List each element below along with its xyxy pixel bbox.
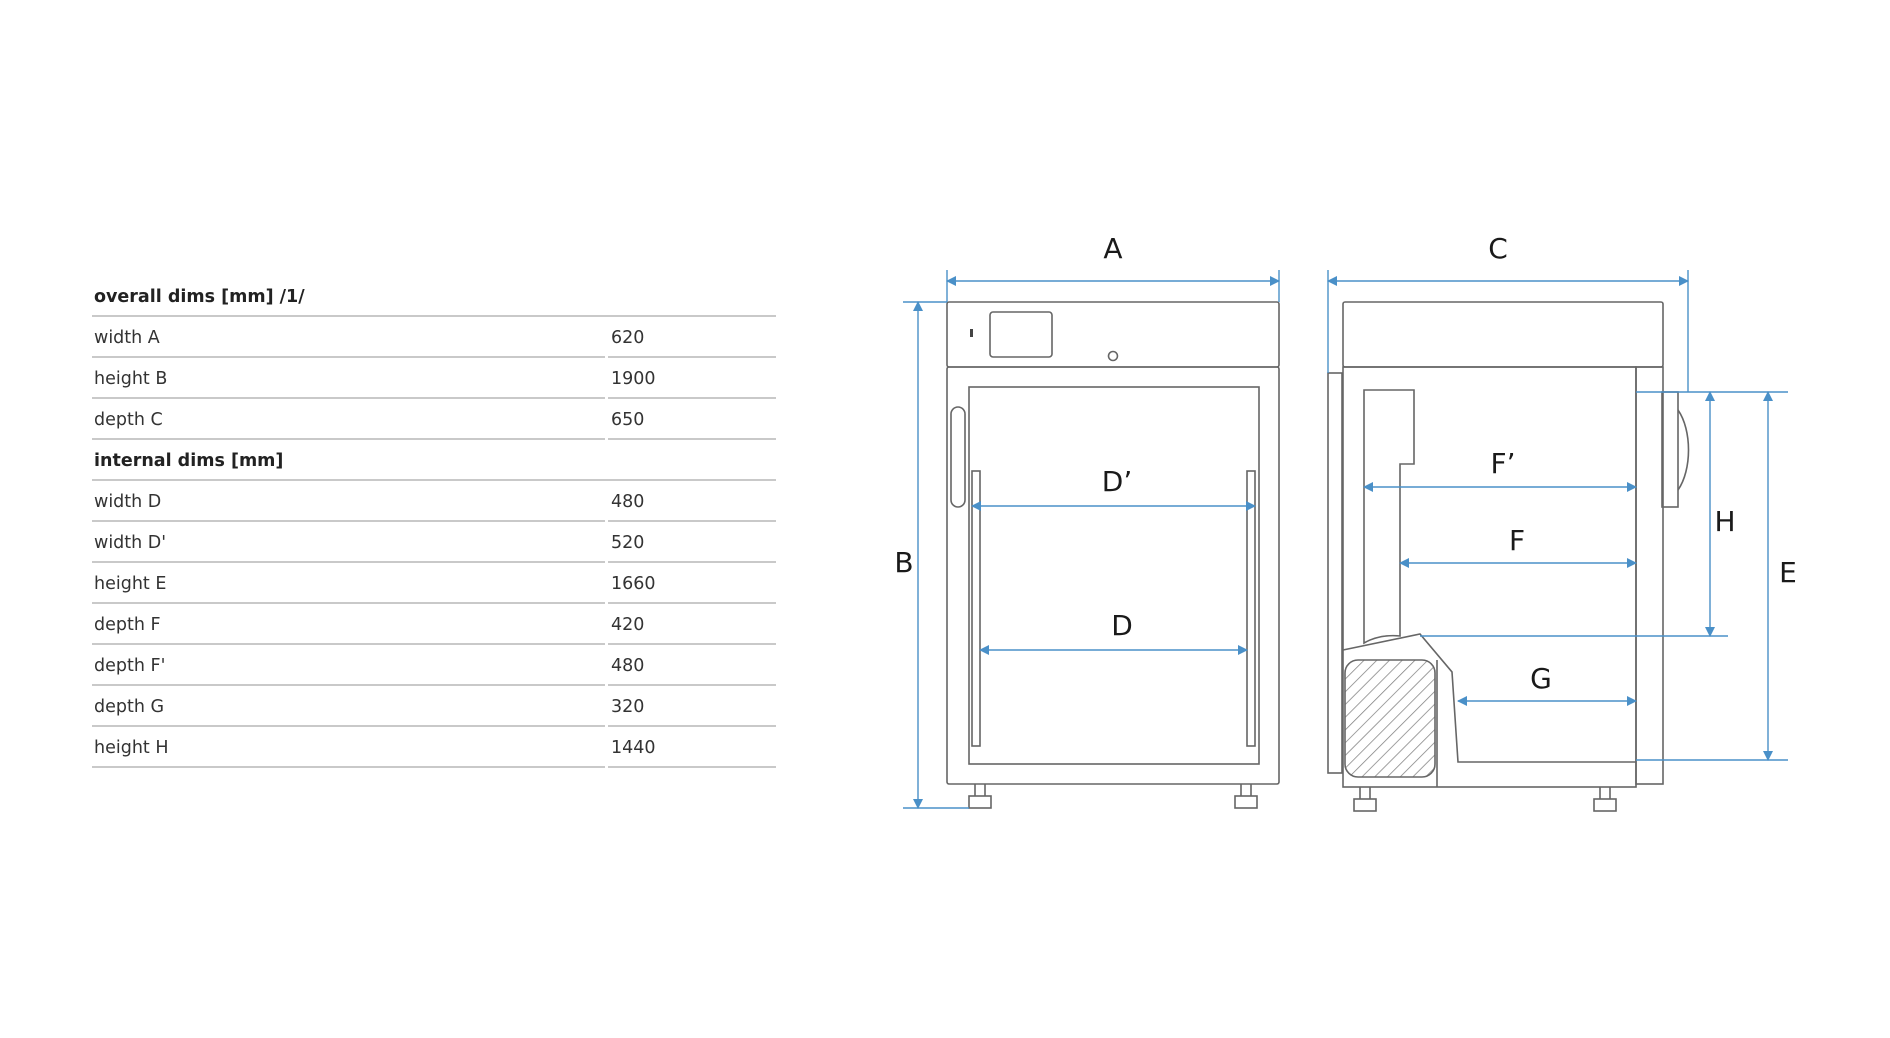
table-row: height H 1440 xyxy=(92,727,776,768)
row-value: 620 xyxy=(611,328,645,348)
front-view xyxy=(946,301,1280,809)
row-divider xyxy=(92,315,776,317)
lock-icon xyxy=(1107,350,1119,362)
dimensions-table: overall dims [mm] /1/ width A 620 height… xyxy=(92,276,776,768)
table-row: height B 1900 xyxy=(92,358,776,399)
dimension-lines xyxy=(903,270,1788,809)
compressor-step xyxy=(1342,633,1636,763)
row-label: height H xyxy=(94,738,169,758)
front-foot-right xyxy=(1234,784,1258,809)
row-divider xyxy=(92,643,605,645)
row-value: 1900 xyxy=(611,369,656,389)
row-divider xyxy=(608,356,776,358)
row-label: width A xyxy=(94,328,160,348)
row-label: height B xyxy=(94,369,168,389)
power-switch-icon xyxy=(970,329,973,337)
row-value: 320 xyxy=(611,697,645,717)
section-title: internal dims [mm] xyxy=(94,451,284,471)
row-divider xyxy=(92,438,605,440)
front-foot-left xyxy=(968,784,992,809)
side-back-panel xyxy=(1635,366,1664,785)
dim-label-c: C xyxy=(1488,232,1508,265)
row-divider xyxy=(608,520,776,522)
dim-label-d-prime: D’ xyxy=(1102,465,1132,498)
dim-label-d: D xyxy=(1111,609,1133,642)
row-divider xyxy=(608,397,776,399)
table-row: width D' 520 xyxy=(92,522,776,563)
dim-label-b: B xyxy=(894,546,913,579)
row-divider xyxy=(92,356,605,358)
dim-label-g: G xyxy=(1530,662,1552,695)
table-row: height E 1660 xyxy=(92,563,776,604)
row-label: depth G xyxy=(94,697,165,717)
row-divider xyxy=(608,725,776,727)
door-handle xyxy=(950,406,966,508)
control-display xyxy=(989,311,1053,358)
dim-label-h: H xyxy=(1714,505,1735,538)
row-divider xyxy=(92,397,605,399)
row-divider xyxy=(608,643,776,645)
row-divider xyxy=(92,520,605,522)
dimension-labels: A C B D’ D F’ F G H E xyxy=(894,232,1796,695)
row-divider xyxy=(92,602,605,604)
interior-profile xyxy=(1363,389,1415,645)
side-foot-left xyxy=(1353,787,1377,812)
table-row: width A 620 xyxy=(92,317,776,358)
row-divider xyxy=(608,602,776,604)
row-divider xyxy=(608,684,776,686)
row-divider xyxy=(92,725,605,727)
row-value: 420 xyxy=(611,615,645,635)
left-rail xyxy=(971,470,981,747)
row-value: 650 xyxy=(611,410,645,430)
row-label: depth F' xyxy=(94,656,166,676)
row-divider xyxy=(608,766,776,768)
row-divider xyxy=(92,561,605,563)
row-value: 480 xyxy=(611,492,645,512)
right-rail xyxy=(1246,470,1256,747)
side-top-panel xyxy=(1342,301,1664,368)
dim-label-a: A xyxy=(1103,232,1122,265)
table-row: depth G 320 xyxy=(92,686,776,727)
row-label: width D' xyxy=(94,533,167,553)
compressor-unit xyxy=(1344,659,1436,778)
row-label: width D xyxy=(94,492,162,512)
section-title: overall dims [mm] /1/ xyxy=(94,287,305,307)
front-door-window xyxy=(968,386,1260,765)
section-header-overall: overall dims [mm] /1/ xyxy=(92,276,776,317)
row-value: 520 xyxy=(611,533,645,553)
dim-label-f-prime: F’ xyxy=(1490,447,1515,480)
rear-vent xyxy=(1661,391,1679,508)
section-header-internal: internal dims [mm] xyxy=(92,440,776,481)
row-label: depth F xyxy=(94,615,161,635)
row-value: 1660 xyxy=(611,574,656,594)
dim-label-f: F xyxy=(1509,524,1525,557)
table-row: depth F 420 xyxy=(92,604,776,645)
row-value: 1440 xyxy=(611,738,656,758)
rear-vent-curve xyxy=(1677,409,1690,491)
table-row: depth F' 480 xyxy=(92,645,776,686)
side-foot-right xyxy=(1593,787,1617,812)
side-view xyxy=(1327,301,1690,812)
table-row: width D 480 xyxy=(92,481,776,522)
row-label: depth C xyxy=(94,410,163,430)
dim-label-e: E xyxy=(1779,556,1797,589)
table-row: depth C 650 xyxy=(92,399,776,440)
row-value: 480 xyxy=(611,656,645,676)
row-divider xyxy=(608,438,776,440)
side-door-edge xyxy=(1327,372,1343,774)
row-divider xyxy=(92,479,776,481)
row-divider xyxy=(608,561,776,563)
row-label: height E xyxy=(94,574,167,594)
front-body xyxy=(946,366,1280,785)
row-divider xyxy=(92,766,605,768)
row-divider xyxy=(92,684,605,686)
